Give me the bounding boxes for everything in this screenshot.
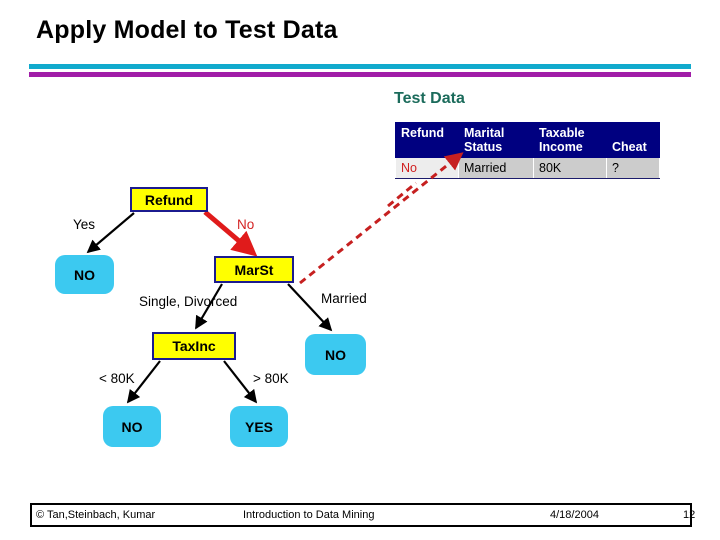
table-header-cheat: Cheat bbox=[606, 122, 660, 158]
tree-node-taxinc[interactable]: TaxInc bbox=[152, 332, 236, 360]
cell-refund: No bbox=[395, 157, 459, 179]
footer-date: 4/18/2004 bbox=[550, 509, 599, 521]
tree-leaf-no-yes-branch[interactable]: NO bbox=[55, 255, 114, 294]
divider-rule-magenta bbox=[29, 72, 691, 77]
edge-label-married: Married bbox=[321, 291, 367, 306]
divider-rule-cyan bbox=[29, 64, 691, 69]
footer-page-number: 12 bbox=[683, 509, 696, 521]
table-row: No Married 80K ? bbox=[395, 157, 660, 179]
edge-label-greater-than-80k: > 80K bbox=[253, 371, 289, 386]
footer-copyright: © Tan,Steinbach, Kumar bbox=[36, 509, 156, 521]
footer-book-title: Introduction to Data Mining bbox=[243, 509, 375, 521]
test-data-table: Refund Marital Status Taxable Income Che… bbox=[395, 122, 660, 179]
table-header-marital-status: Marital Status bbox=[458, 122, 534, 158]
header-text-marital: Marital bbox=[464, 126, 505, 140]
header-text-taxable: Taxable bbox=[539, 126, 585, 140]
header-text-status: Status bbox=[464, 140, 503, 154]
table-header-taxable-income: Taxable Income bbox=[533, 122, 607, 158]
edge-label-single-divorced: Single, Divorced bbox=[139, 294, 238, 309]
header-text-refund: Refund bbox=[401, 126, 445, 140]
table-header-refund: Refund bbox=[395, 122, 459, 158]
divider-rule-gap bbox=[29, 69, 691, 71]
edge-taxinc-to-yes bbox=[223, 360, 258, 404]
test-data-caption: Test Data bbox=[394, 90, 465, 107]
cell-cheat: ? bbox=[606, 157, 660, 179]
table-header-row: Refund Marital Status Taxable Income Che… bbox=[395, 122, 660, 158]
cell-taxable-income: 80K bbox=[533, 157, 607, 179]
page-title: Apply Model to Test Data bbox=[36, 16, 338, 44]
tree-leaf-no-married-branch[interactable]: NO bbox=[305, 334, 366, 375]
edge-label-less-than-80k: < 80K bbox=[99, 371, 135, 386]
edge-label-no: No bbox=[237, 217, 255, 232]
header-text-cheat: Cheat bbox=[612, 140, 647, 154]
header-text-income: Income bbox=[539, 140, 583, 154]
slide-footer: © Tan,Steinbach, Kumar Introduction to D… bbox=[30, 503, 696, 527]
tree-node-refund[interactable]: Refund bbox=[130, 187, 208, 212]
cell-marital-status: Married bbox=[458, 157, 534, 179]
tree-leaf-yes-high-income[interactable]: YES bbox=[230, 406, 288, 447]
edge-label-yes: Yes bbox=[73, 217, 96, 232]
tree-node-marst[interactable]: MarSt bbox=[214, 256, 294, 283]
trace-arrow-tail bbox=[387, 181, 417, 208]
tree-leaf-no-low-income[interactable]: NO bbox=[103, 406, 161, 447]
